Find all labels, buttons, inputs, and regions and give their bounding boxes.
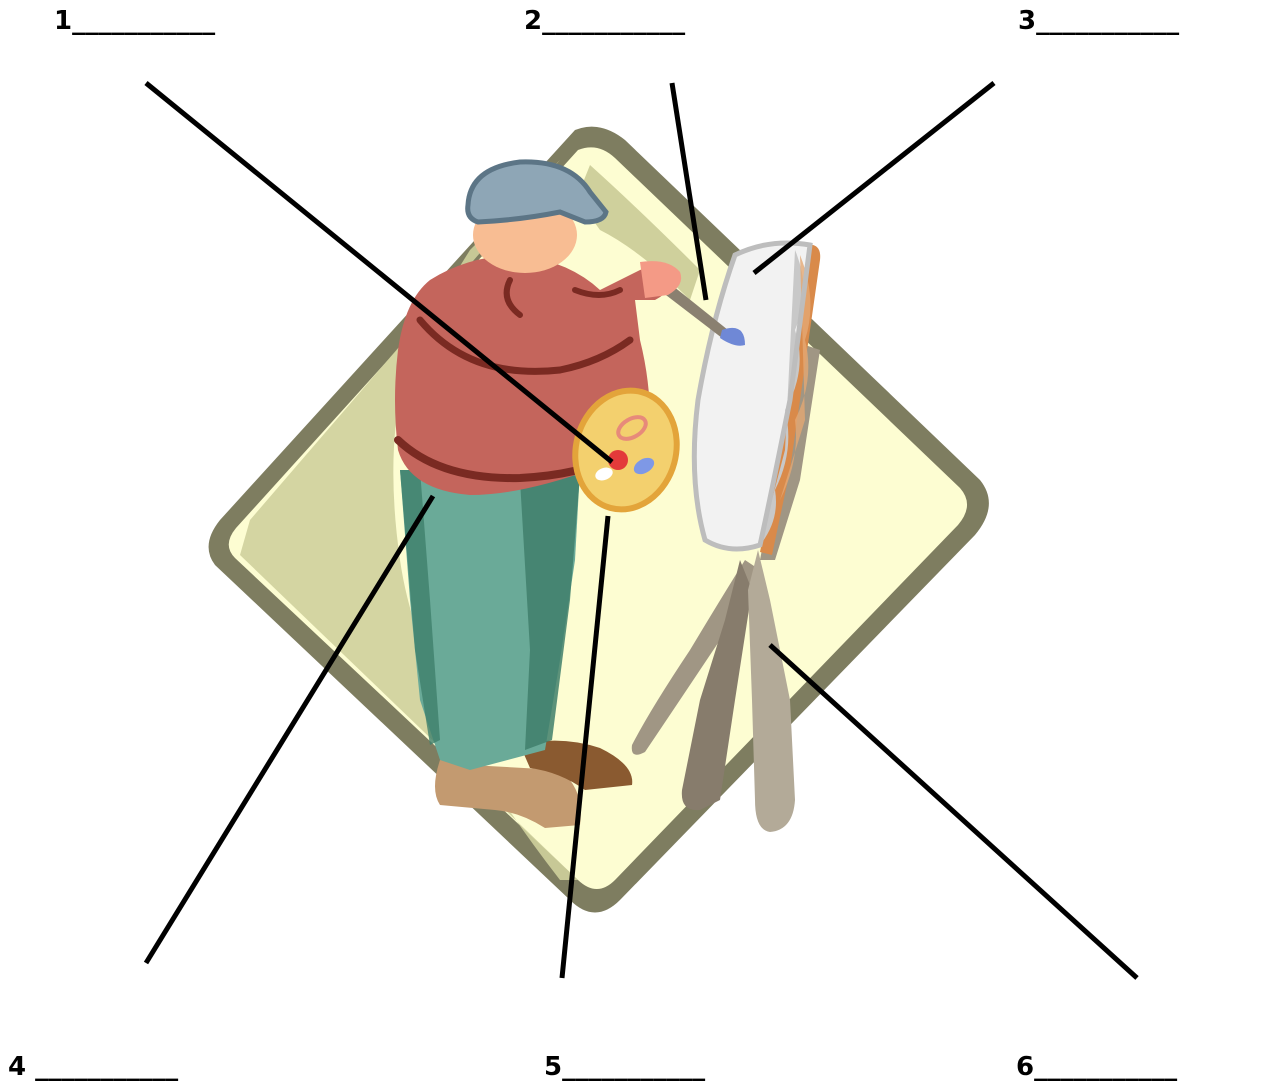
leader-line-6 [768,643,1139,980]
leader-line-3 [752,81,996,275]
blank-label-2: 2___________ [524,6,686,36]
canvas [691,240,813,552]
leader-line-4 [143,494,436,965]
blank-label-1: 1___________ [54,6,216,36]
leader-line-2 [669,82,709,301]
blank-label-6: 6___________ [1016,1052,1178,1082]
paintbrush [662,282,745,346]
blank-label-5: 5___________ [544,1052,706,1082]
leader-line-5 [559,515,611,979]
leader-lines [143,81,1139,980]
diamond-frame [208,126,989,913]
blank-label-3: 3___________ [1018,6,1180,36]
blank-label-4: 4 ___________ [8,1052,179,1082]
leader-line-1 [144,81,614,464]
